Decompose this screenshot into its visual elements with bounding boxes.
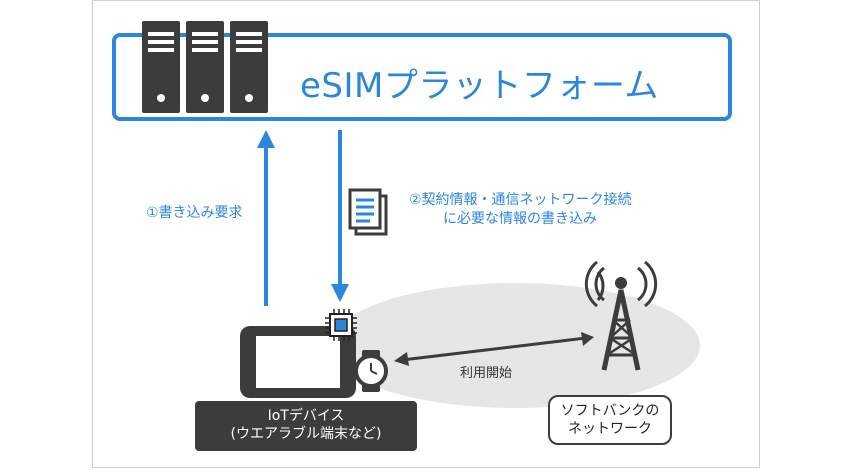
network-label: ソフトバンクの ネットワーク [548,395,672,445]
tablet-icon [240,326,356,398]
usage-label: 利用開始 [460,366,513,381]
antenna-tower-icon [584,260,658,371]
document-icon [348,188,388,236]
device-label: IoTデバイス (ウエアラブル端末など) [195,401,417,451]
write-arrow [331,130,349,302]
device-label-line1: IoTデバイス [267,408,345,424]
request-label: ①書き込み要求 [146,205,243,221]
network-label-line1: ソフトバンクの [560,403,660,419]
network-label-line2: ネットワーク [568,421,652,437]
chip-icon [325,309,357,341]
request-arrow [257,130,275,306]
device-label-line2: (ウエアラブル端末など) [230,426,382,442]
smartwatch-icon [354,350,388,392]
platform-title: eSIMプラットフォーム [300,66,659,106]
usage-arrow [394,332,594,366]
write-label-line2: に必要な情報の書き込み [443,211,597,227]
write-label-line1: ②契約情報・通信ネットワーク接続 [409,192,632,208]
